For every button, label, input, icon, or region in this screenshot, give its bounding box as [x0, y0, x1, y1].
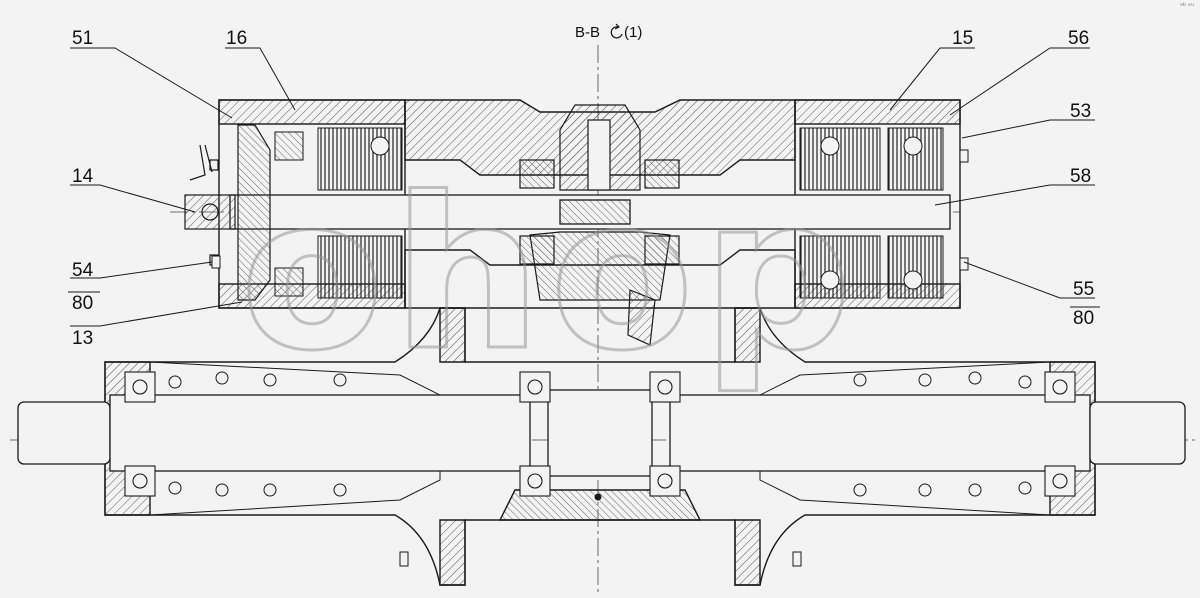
input-shaft [229, 194, 951, 230]
housing-bolts [168, 149, 1032, 567]
bevel-gear-assembly [519, 104, 680, 346]
callout-53: 53 [1070, 101, 1091, 122]
leader-13 [70, 301, 243, 327]
bearings [124, 371, 1076, 497]
leader-58 [934, 184, 1095, 206]
leader-55 [963, 261, 1095, 299]
callout-16: 16 [226, 28, 247, 49]
callout-13: 13 [72, 328, 93, 349]
callout-15: 15 [952, 28, 973, 49]
callout-51: 51 [72, 28, 93, 49]
callout-58: 58 [1070, 166, 1091, 187]
corner-mark: ᵒᵇ ᵉᵘ [1180, 2, 1194, 10]
leader-51 [70, 47, 233, 119]
right-clutch-packs [370, 127, 944, 299]
callout-55-sub: 80 [1073, 308, 1094, 329]
callout-54-sub: 80 [72, 293, 93, 314]
leader-54 [70, 261, 213, 279]
leader-56 [949, 47, 1090, 116]
callout-54: 54 [72, 260, 94, 281]
axle-shafts [17, 389, 1186, 477]
leader-14 [70, 184, 196, 213]
callout-56: 56 [1068, 28, 1089, 49]
leader-16 [225, 47, 296, 111]
leader-53 [961, 119, 1095, 139]
left-clutch-packs [274, 127, 403, 299]
callout-55: 55 [1073, 279, 1094, 300]
rotate-view-icon [610, 23, 623, 39]
leader-15 [889, 47, 975, 111]
view-index: (1) [624, 24, 642, 41]
leader-lines [68, 47, 1100, 327]
section-title: B-B [575, 24, 600, 41]
callout-14: 14 [72, 166, 94, 187]
release-mechanism [184, 124, 271, 301]
